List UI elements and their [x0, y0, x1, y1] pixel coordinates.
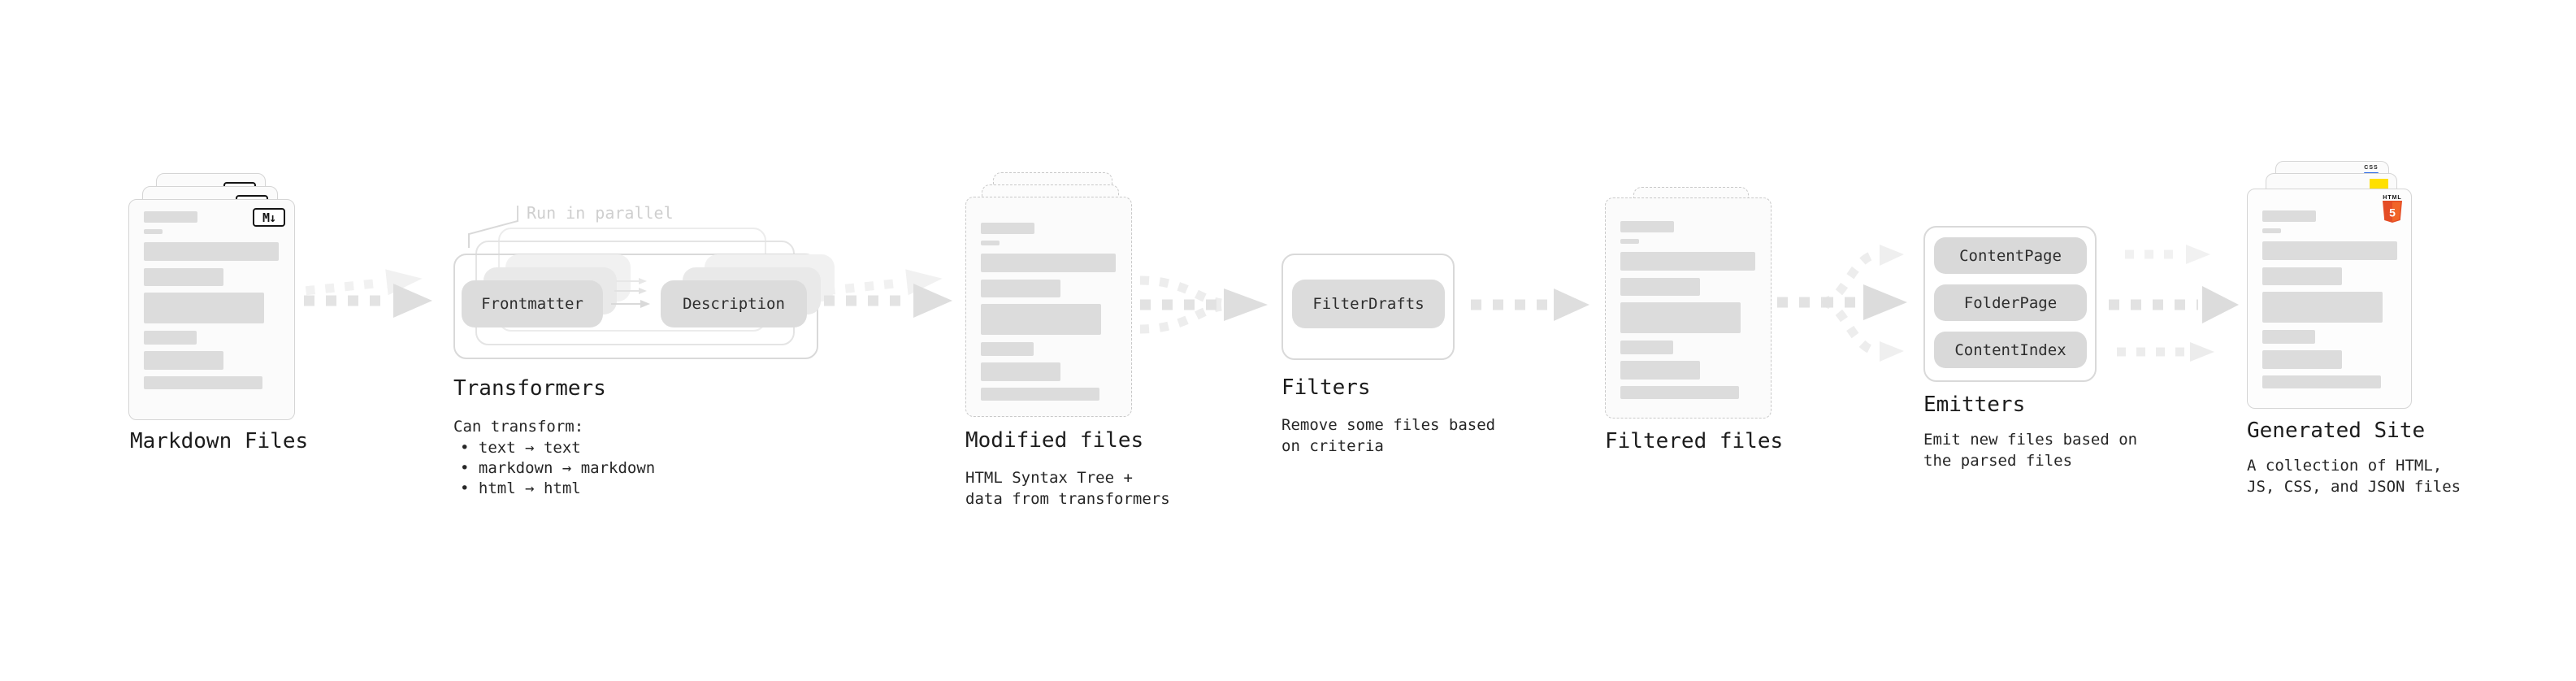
skeleton-bar	[981, 362, 1060, 381]
skeleton-bar	[144, 242, 279, 261]
skeleton-bar	[1620, 386, 1739, 399]
markdown-icon: M↓	[253, 208, 285, 227]
pill-contentindex: ContentIndex	[1934, 332, 2087, 368]
pill-frontmatter: Frontmatter	[462, 280, 603, 327]
pill-description: Description	[661, 280, 807, 327]
skeleton-bar	[144, 211, 197, 223]
flow-arrow-markdown-to-transformers	[304, 269, 432, 318]
skeleton-bar	[1620, 302, 1741, 333]
parallel-arrows-icon	[611, 278, 650, 308]
skeleton-bar	[981, 280, 1060, 297]
skeleton-bar	[2262, 292, 2383, 323]
transformers-bullet: • text → text	[460, 439, 581, 457]
skeleton-bar	[1620, 252, 1755, 271]
skeleton-bar	[1620, 340, 1673, 354]
html5-icon-word: HTML	[2383, 195, 2402, 201]
file-card	[1605, 197, 1772, 419]
skeleton-bar	[1620, 239, 1639, 244]
stage-title-filtered-files: Filtered files	[1605, 429, 1784, 453]
pill-filterdrafts: FilterDrafts	[1292, 280, 1445, 328]
skeleton-bar	[144, 331, 197, 345]
flow-arrow-filters-to-filtered	[1471, 288, 1589, 321]
transformers-bullet: • html → html	[460, 479, 581, 497]
html5-shield: 5	[2383, 201, 2402, 223]
skeleton-bar	[144, 376, 262, 389]
skeleton-bar	[981, 241, 1000, 245]
pill-contentindex-label: ContentIndex	[1954, 340, 2066, 359]
flow-arrow-emitters-to-site	[2109, 245, 2239, 362]
stage-title-markdown-files: Markdown Files	[130, 429, 309, 453]
file-card	[965, 197, 1132, 417]
skeleton-bar	[981, 342, 1034, 356]
skeleton-bar	[2262, 375, 2381, 388]
modified-files-description: HTML Syntax Tree + data from transformer…	[965, 469, 1170, 508]
skeleton-bar	[144, 351, 223, 370]
pill-filterdrafts-label: FilterDrafts	[1312, 295, 1425, 313]
annotation-leader-line	[468, 206, 518, 248]
file-card: HTML 5	[2247, 189, 2412, 409]
stage-title-modified-files: Modified files	[965, 428, 1144, 453]
stage-title-emitters: Emitters	[1923, 393, 2026, 417]
transformers-subtitle: Can transform:	[453, 418, 584, 436]
file-card: M↓	[128, 199, 295, 420]
svg-text:5: 5	[2389, 206, 2396, 219]
skeleton-bar	[144, 268, 223, 286]
transformers-bullet: • markdown → markdown	[460, 459, 656, 477]
skeleton-bar	[981, 223, 1034, 234]
skeleton-bar	[981, 254, 1116, 272]
skeleton-bar	[2262, 241, 2397, 260]
pill-contentpage: ContentPage	[1934, 237, 2087, 274]
emitters-description: Emit new files based on the parsed files	[1923, 431, 2138, 470]
skeleton-bar	[981, 304, 1101, 335]
pill-frontmatter-label: Frontmatter	[481, 295, 583, 313]
css-icon-label: CSS	[2364, 165, 2379, 171]
skeleton-bar	[1620, 361, 1700, 380]
skeleton-bar	[2262, 350, 2342, 369]
pill-folderpage-label: FolderPage	[1963, 293, 2058, 312]
html5-icon: HTML 5	[2383, 195, 2402, 226]
skeleton-bar	[2262, 228, 2281, 233]
run-in-parallel-label: Run in parallel	[527, 203, 674, 223]
flow-arrow-transformers-to-modified	[824, 269, 952, 318]
flow-arrow-filtered-to-emitters	[1777, 245, 1907, 362]
pill-contentpage-label: ContentPage	[1959, 246, 2062, 265]
pill-description-label: Description	[683, 295, 785, 313]
stage-title-generated-site: Generated Site	[2247, 419, 2426, 443]
markdown-icon-label: M↓	[262, 210, 276, 225]
skeleton-bar	[1620, 278, 1700, 296]
skeleton-bar	[981, 388, 1099, 401]
js-file-icon	[2370, 179, 2388, 189]
flow-arrow-modified-to-filters	[1139, 275, 1268, 334]
skeleton-bar	[1620, 221, 1674, 232]
pill-folderpage: FolderPage	[1934, 284, 2087, 321]
skeleton-bar	[144, 229, 163, 234]
filters-description: Remove some files based on criteria	[1281, 416, 1496, 455]
skeleton-bar	[2262, 330, 2315, 344]
skeleton-bar	[144, 293, 264, 323]
skeleton-bar	[2262, 267, 2342, 285]
skeleton-bar	[2262, 210, 2316, 222]
generated-site-description: A collection of HTML, JS, CSS, and JSON …	[2247, 457, 2461, 496]
stage-title-transformers: Transformers	[453, 376, 606, 401]
stage-title-filters: Filters	[1281, 375, 1371, 400]
